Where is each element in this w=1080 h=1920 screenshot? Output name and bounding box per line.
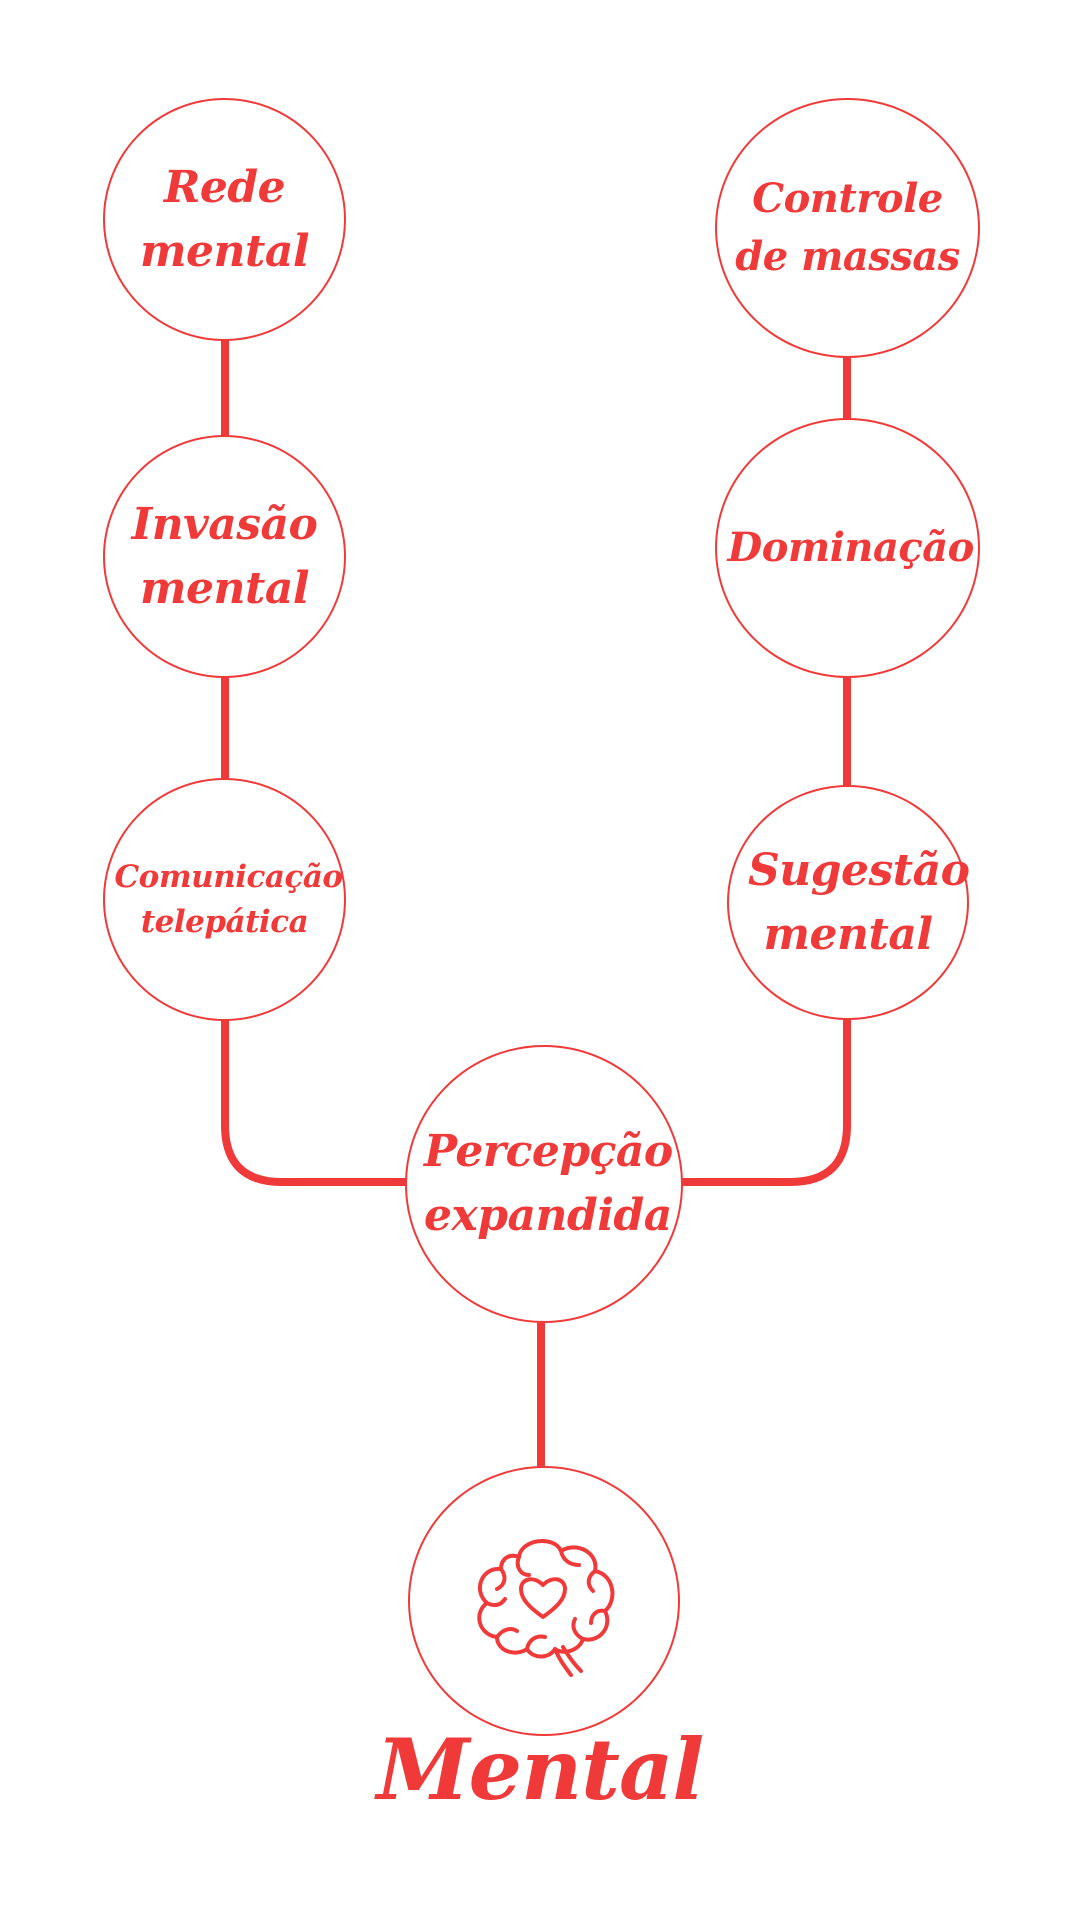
- node-invasao-mental[interactable]: Invasão mental: [103, 435, 346, 678]
- node-percepcao-expandida[interactable]: Percepção expandida: [405, 1045, 683, 1323]
- node-dominacao[interactable]: Dominação: [715, 418, 980, 678]
- connector-comunicacao-percepcao: [221, 1015, 410, 1186]
- node-sugestao-mental[interactable]: Sugestão mental: [727, 785, 970, 1020]
- node-comunicacao-telepatica[interactable]: Comunicação telepática: [103, 778, 346, 1021]
- node-label: Rede mental: [139, 161, 310, 277]
- node-label: Invasão mental: [131, 498, 318, 614]
- node-label: Dominação: [727, 524, 975, 571]
- node-label: Percepção expandida: [424, 1126, 673, 1241]
- connector-sugestao-percepcao: [675, 1015, 851, 1186]
- node-label: Comunicação telepática: [114, 858, 344, 940]
- node-rede-mental[interactable]: Rede mental: [103, 98, 346, 341]
- root-title: Mental: [376, 1720, 705, 1819]
- node-label: Controle de massas: [735, 175, 960, 280]
- node-label: Sugestão mental: [748, 844, 970, 960]
- brain-heart-icon: [459, 1519, 629, 1689]
- root-node[interactable]: [408, 1466, 680, 1736]
- node-controle-de-massas[interactable]: Controle de massas: [715, 98, 980, 358]
